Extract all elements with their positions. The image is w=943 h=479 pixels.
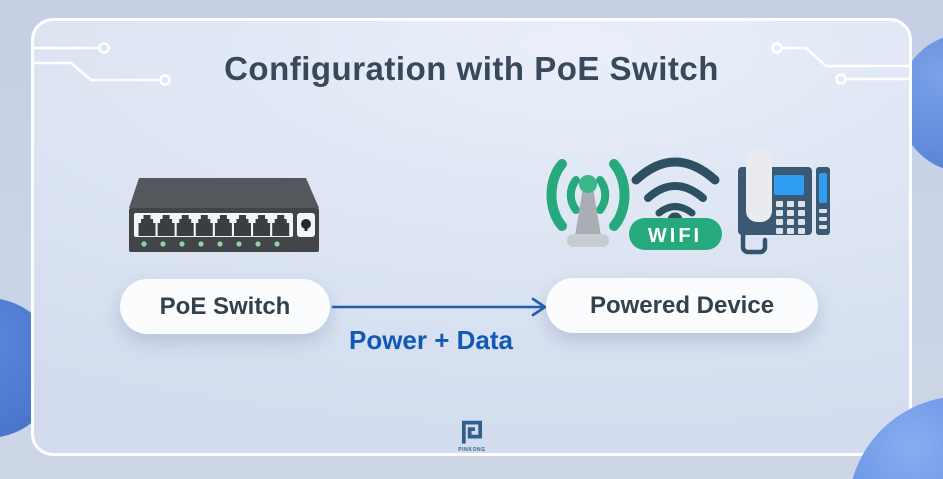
page-title: Configuration with PoE Switch [224, 50, 719, 87]
phone-keypad [776, 201, 805, 234]
phone-screen [774, 175, 804, 195]
brand-logo-icon [461, 420, 483, 444]
wifi-badge-text: WIFI [648, 225, 702, 247]
phone-handset [746, 149, 772, 222]
ip-phone-icon [738, 149, 830, 255]
source-label: PoE Switch [159, 292, 291, 320]
wifi-icon: WIFI [629, 157, 722, 250]
antenna-icon [546, 159, 630, 247]
brand-logo: PINKONG [439, 418, 505, 453]
source-label-pill: PoE Switch [120, 279, 330, 334]
poe-switch-illustration [129, 178, 319, 252]
status-leds [141, 241, 280, 247]
rj45-ports [138, 215, 290, 236]
link-label: Power + Data [348, 325, 513, 355]
brand-wordmark: PINKONG [458, 447, 486, 453]
target-label-pill: Powered Device [546, 278, 818, 333]
target-label: Powered Device [589, 291, 775, 319]
